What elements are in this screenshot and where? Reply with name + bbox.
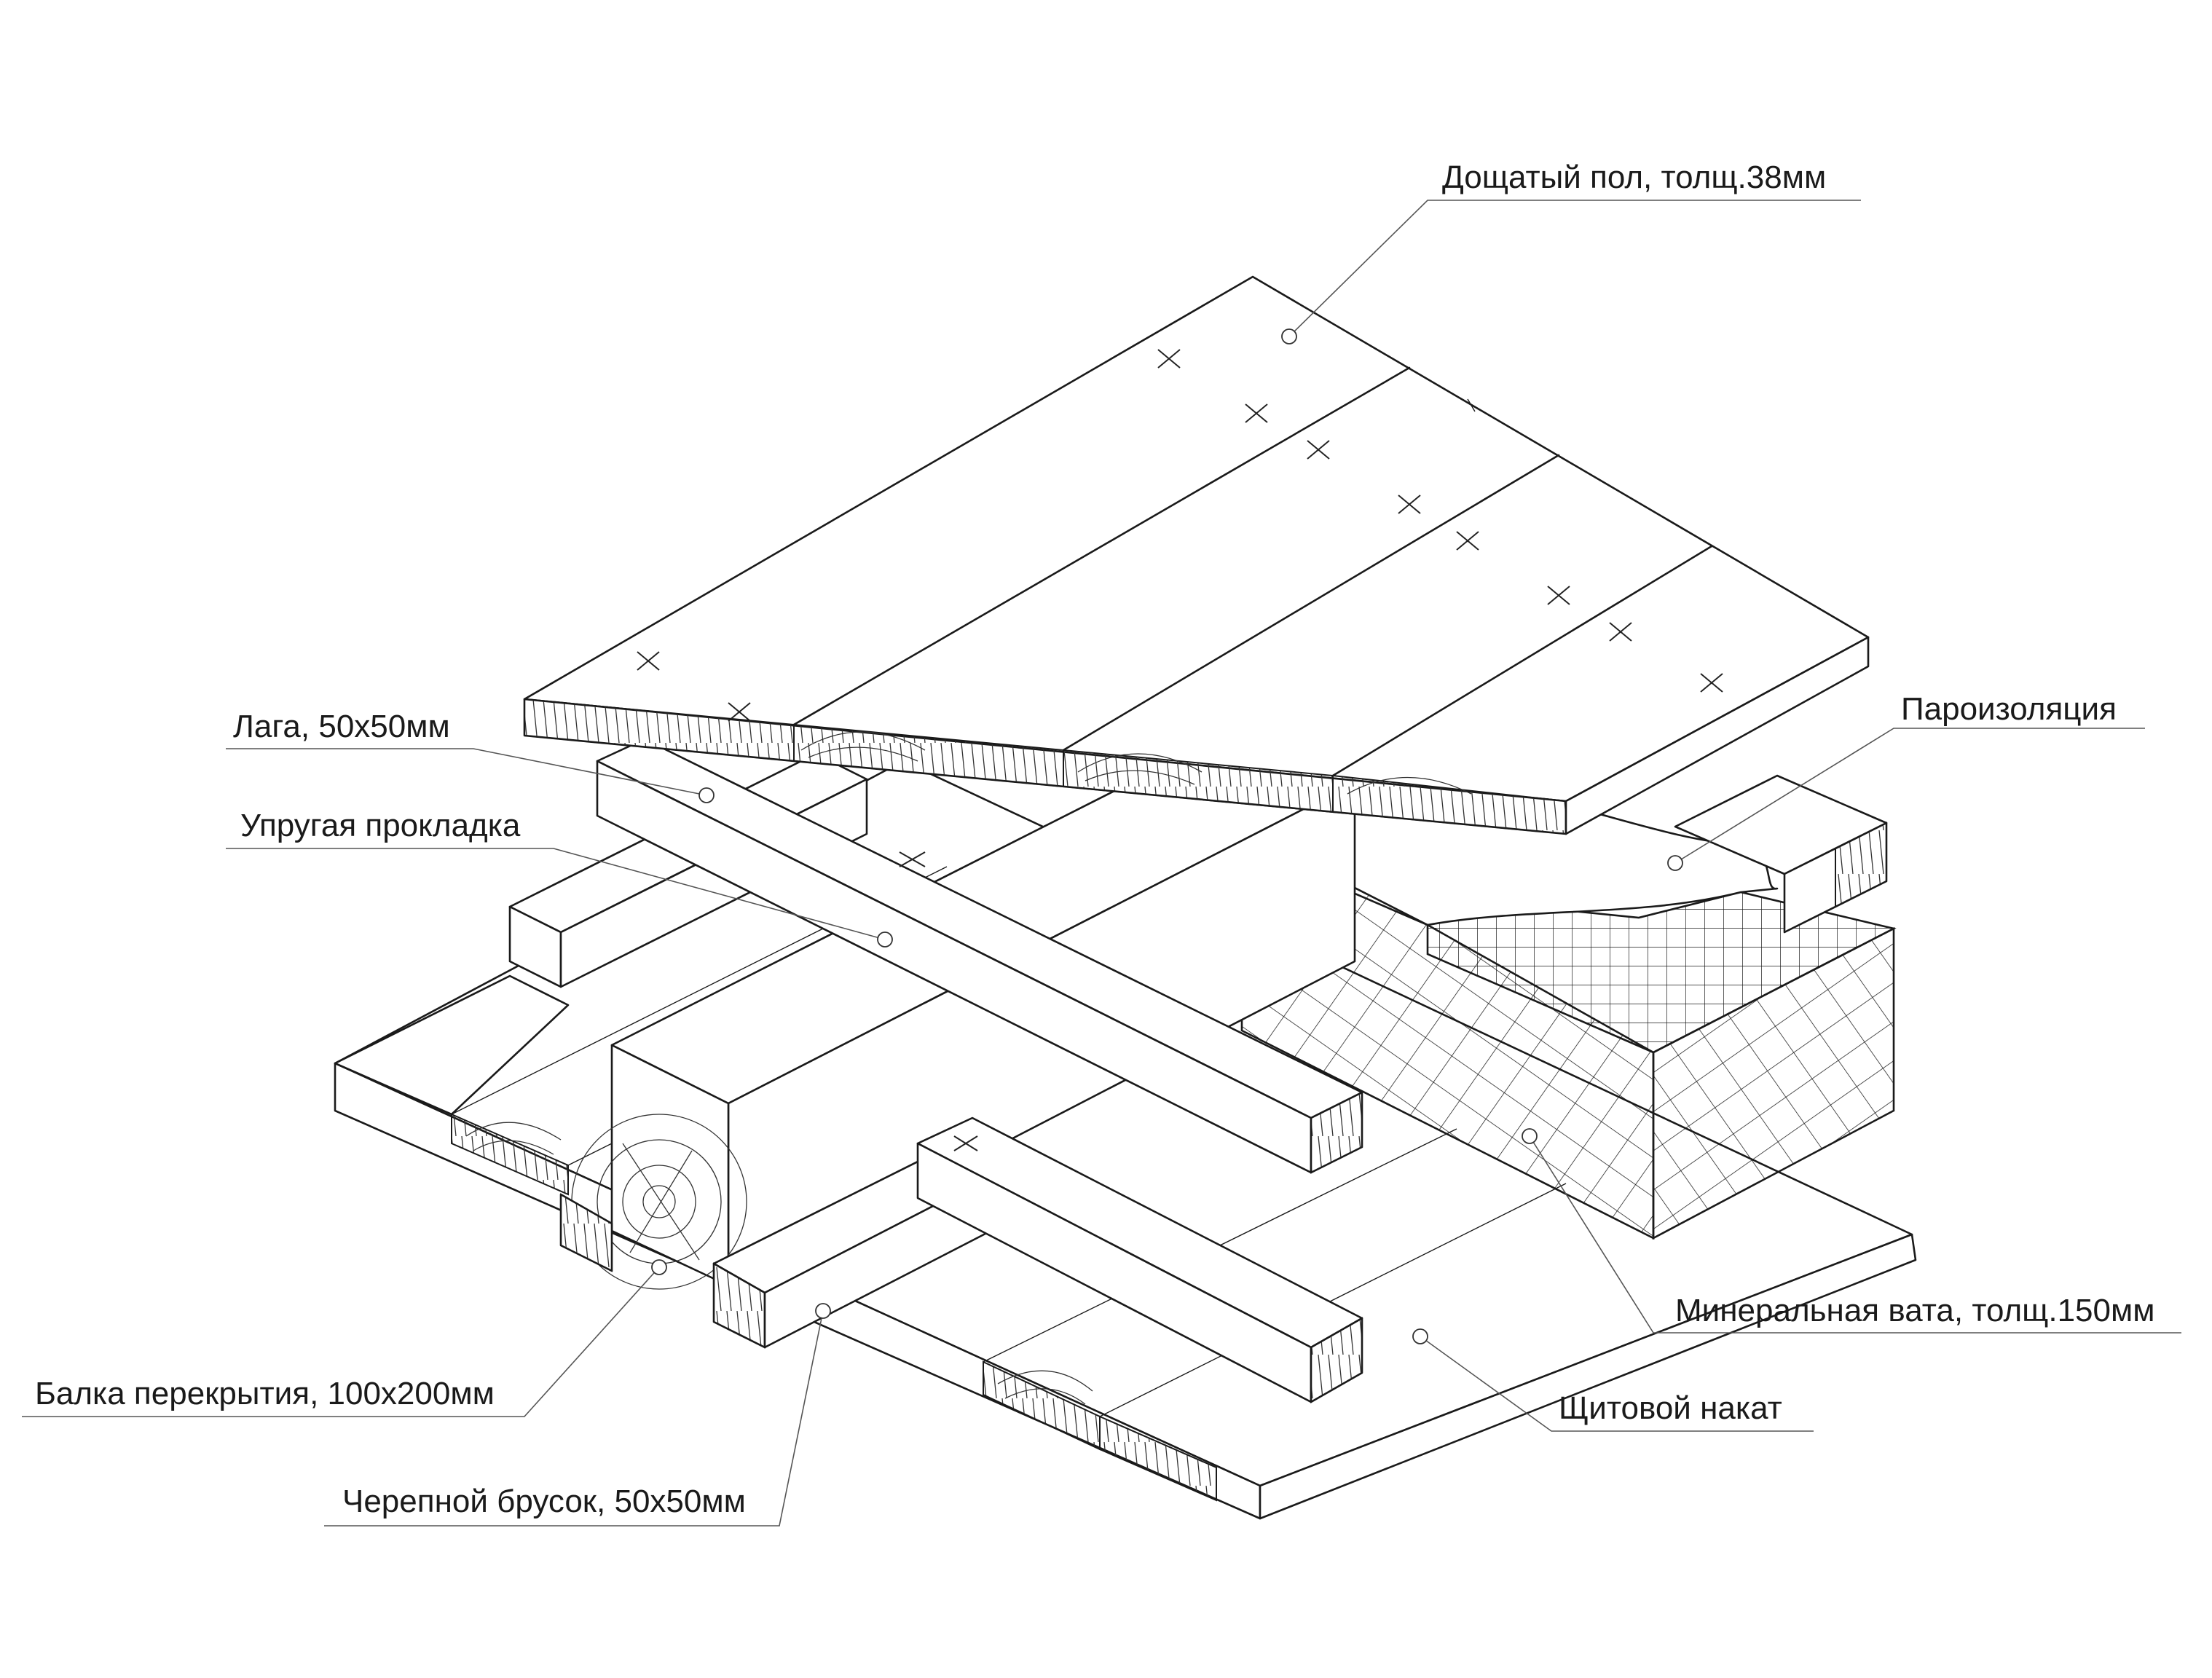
- lag-lower: [916, 1116, 1363, 1403]
- label-mineral-wool: Минеральная вата, толщ.150мм: [1675, 1293, 2155, 1328]
- deck-left-board: [334, 974, 570, 1116]
- lag-upper: [596, 738, 1363, 1174]
- back-right-bar: [1674, 774, 1888, 934]
- label-floor-boards: Дощатый пол, толщ.38мм: [1442, 159, 1827, 195]
- floor-boards: [523, 275, 1870, 835]
- leader-lines: [22, 200, 2181, 1527]
- label-vapor-barrier: Пароизоляция: [1901, 691, 2117, 727]
- label-lag: Лага, 50х50мм: [233, 709, 450, 744]
- label-floor-beam: Балка перекрытия, 100х200мм: [35, 1376, 495, 1411]
- label-elastic-pad: Упругая прокладка: [240, 808, 521, 843]
- mineral-wool-block: [1240, 788, 1897, 1240]
- label-deck-shield: Щитовой накат: [1559, 1390, 1782, 1426]
- label-cranial-bar: Черепной брусок, 50х50мм: [342, 1484, 746, 1519]
